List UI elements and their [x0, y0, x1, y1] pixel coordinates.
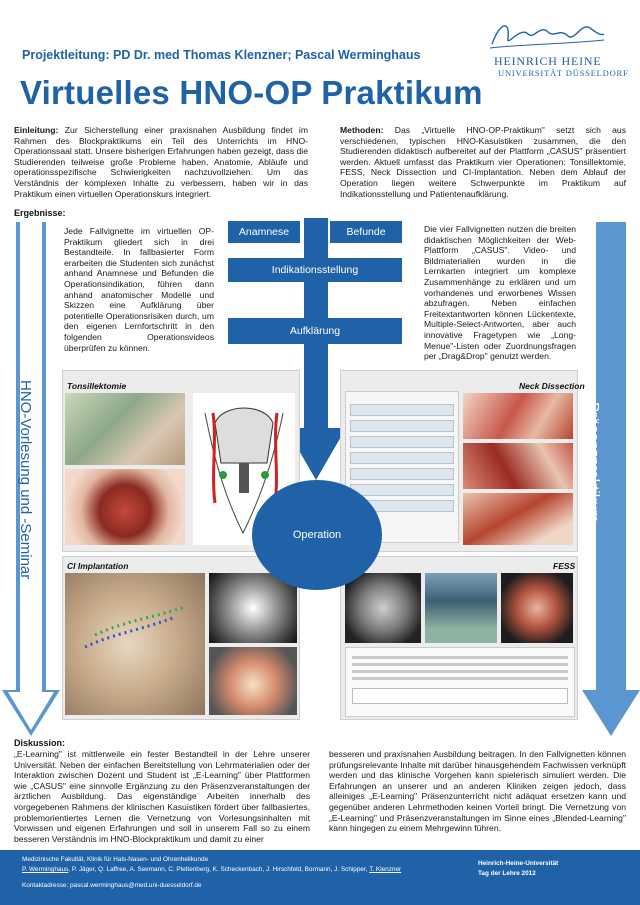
- diskussion-left-text: „E-Learning" ist mittlerweile ein fester…: [14, 749, 310, 844]
- flow-befunde: Befunde: [330, 221, 402, 243]
- panel-title-neck-dissection: Neck Dissection: [519, 381, 585, 391]
- ergebnisse-heading: Ergebnisse:: [14, 208, 66, 218]
- casus-text-card: [345, 647, 575, 717]
- ergebnisse-right-text: Die vier Fallvignetten nutzen die breite…: [424, 224, 576, 362]
- photo-ci-op: [209, 647, 297, 715]
- diskussion-heading: Diskussion:: [14, 738, 66, 748]
- diskussion-right-text: besseren und praxisnahen Ausbildung beit…: [329, 749, 626, 834]
- left-down-arrow: [2, 222, 60, 736]
- panel-title-fess: FESS: [553, 561, 576, 571]
- photo-endoscope: [501, 573, 573, 643]
- poster-title: Virtuelles HNO-OP Praktikum: [20, 74, 483, 111]
- university-logo: HEINRICH HEINE UNIVERSITÄT DÜSSELDORF: [486, 14, 629, 84]
- praesenz-label: Präsenzpraktikum: [585, 402, 602, 523]
- footer-author-first: P. Werminghaus: [22, 866, 69, 873]
- footer-faculty: Medizinische Fakultät, Klinik für Hals-N…: [22, 856, 209, 863]
- footer: Medizinische Fakultät, Klinik für Hals-N…: [0, 850, 640, 905]
- logo-line-2: UNIVERSITÄT DÜSSELDORF: [498, 68, 629, 78]
- photo-neck-1: [463, 393, 573, 439]
- photo-sinus-ct: [345, 573, 421, 643]
- panel-fess: FESS: [340, 556, 578, 720]
- photo-ci-surgery: [65, 573, 205, 715]
- signature-icon: [489, 25, 605, 49]
- methoden-section: Methoden: Das „Virtuelle HNO-OP-Praktiku…: [340, 125, 626, 199]
- photo-neck-3: [463, 493, 573, 545]
- footer-event: Tag der Lehre 2012: [478, 870, 536, 877]
- footer-authors: P. Werminghaus, P. Jäger, Q. Laffree, A.…: [22, 866, 401, 873]
- footer-author-last: T. Klenzner: [369, 866, 402, 873]
- einleitung-section: Einleitung: Zur Sicherstellung einer pra…: [14, 125, 308, 199]
- photo-ct-scan: [209, 573, 297, 643]
- flow-anamnese: Anamnese: [228, 221, 300, 243]
- einleitung-heading: Einleitung:: [14, 125, 59, 135]
- photo-fess-room: [425, 573, 497, 643]
- footer-authors-middle: , P. Jäger, Q. Laffree, A. Seemann, C. P…: [68, 866, 370, 873]
- electrode-path-icon: [84, 605, 186, 649]
- einleitung-text: Zur Sicherstellung einer praxisnahen Aus…: [14, 125, 308, 199]
- vorlesung-label: HNO-Vorlesung und -Seminar: [17, 380, 34, 580]
- photo-surgery-2: [65, 469, 185, 545]
- panel-ci-implantation: CI Implantation: [62, 556, 300, 720]
- flow-operation: Operation: [252, 480, 382, 590]
- footer-university: Heinrich-Heine-Universität: [478, 860, 559, 867]
- casus-question-card: [345, 391, 459, 543]
- ergebnisse-left-text: Jede Fallvignette im virtuellen OP-Prakt…: [64, 226, 214, 353]
- right-down-arrow: [582, 222, 640, 736]
- panel-tonsillektomie: Tonsillektomie: [62, 370, 300, 552]
- panel-neck-dissection: Neck Dissection: [340, 370, 585, 552]
- panel-title-tonsillektomie: Tonsillektomie: [67, 381, 127, 391]
- methoden-heading: Methoden:: [340, 125, 384, 135]
- logo-line-1: HEINRICH HEINE: [494, 54, 602, 68]
- flow-aufklaerung: Aufklärung: [228, 318, 402, 344]
- panel-title-ci-implantation: CI Implantation: [67, 561, 129, 571]
- photo-neck-2: [463, 443, 573, 489]
- flow-indikation: Indikationsstellung: [228, 258, 402, 282]
- methoden-text: Das „Virtuelle HNO-OP-Praktikum" setzt s…: [340, 125, 626, 199]
- footer-contact: Kontaktadresse: pascal.werminghaus@med.u…: [22, 882, 202, 889]
- project-lead: Projektleitung: PD Dr. med Thomas Klenzn…: [22, 48, 421, 62]
- photo-surgery-1: [65, 393, 185, 465]
